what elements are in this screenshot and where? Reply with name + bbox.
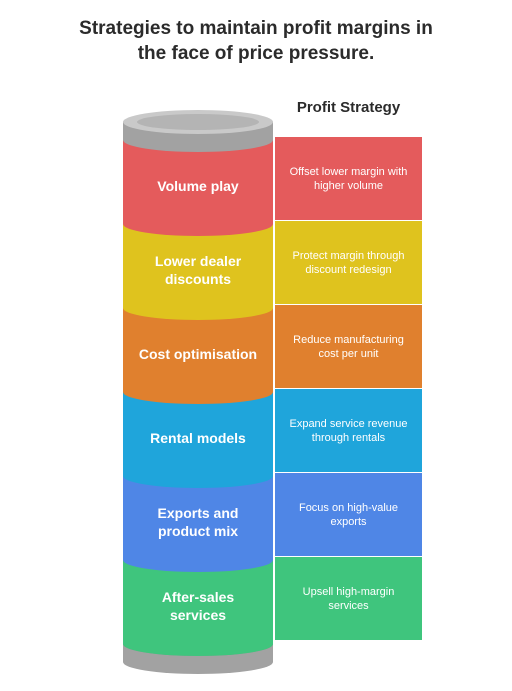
description-box: Focus on high-value exports bbox=[275, 473, 422, 556]
description-box: Expand service revenue through rentals bbox=[275, 389, 422, 472]
description-text: Reduce manufacturing cost per unit bbox=[293, 333, 404, 360]
description-box: Protect margin through discount redesign bbox=[275, 221, 422, 304]
description-text: Upsell high-margin services bbox=[302, 585, 395, 612]
title-line-2: the face of price pressure. bbox=[137, 43, 375, 64]
segment-label-text: Exports and product mix bbox=[157, 505, 239, 539]
segment-label-text: Rental models bbox=[150, 430, 246, 446]
segment-label: Cost optimisation bbox=[124, 316, 272, 392]
description-text: Expand service revenue through rentals bbox=[289, 417, 408, 444]
segment-label-text: Volume play bbox=[157, 178, 239, 194]
cylinder-segment bbox=[123, 140, 273, 236]
segment-label: Lower dealer discounts bbox=[124, 232, 272, 308]
segment-label: After-sales services bbox=[124, 568, 272, 644]
segment-label: Volume play bbox=[124, 148, 272, 224]
description-text: Focus on high-value exports bbox=[298, 501, 399, 528]
cylinder-lid-inner bbox=[137, 114, 259, 130]
segment-label-text: Lower dealer discounts bbox=[154, 253, 242, 287]
segment-label-text: After-sales services bbox=[161, 589, 235, 623]
segment-label: Exports and product mix bbox=[124, 484, 272, 560]
cylinder-segment bbox=[123, 224, 273, 320]
segment-label: Rental models bbox=[124, 400, 272, 476]
cylinder-segment bbox=[123, 308, 273, 404]
description-text: Offset lower margin with higher volume bbox=[289, 165, 408, 192]
cylinder-segment bbox=[123, 476, 273, 572]
profit-strategy-header: Profit Strategy bbox=[296, 99, 401, 116]
title-line-1: Strategies to maintain profit margins in bbox=[79, 18, 433, 39]
description-text: Protect margin through discount redesign bbox=[292, 249, 405, 276]
cylinder-segment bbox=[123, 392, 273, 488]
diagram-title: Strategies to maintain profit margins in… bbox=[0, 16, 512, 66]
segment-label-text: Cost optimisation bbox=[138, 346, 258, 362]
description-box: Upsell high-margin services bbox=[275, 557, 422, 640]
description-box: Reduce manufacturing cost per unit bbox=[275, 305, 422, 388]
cylinder-segment bbox=[123, 560, 273, 656]
description-box: Offset lower margin with higher volume bbox=[275, 137, 422, 220]
